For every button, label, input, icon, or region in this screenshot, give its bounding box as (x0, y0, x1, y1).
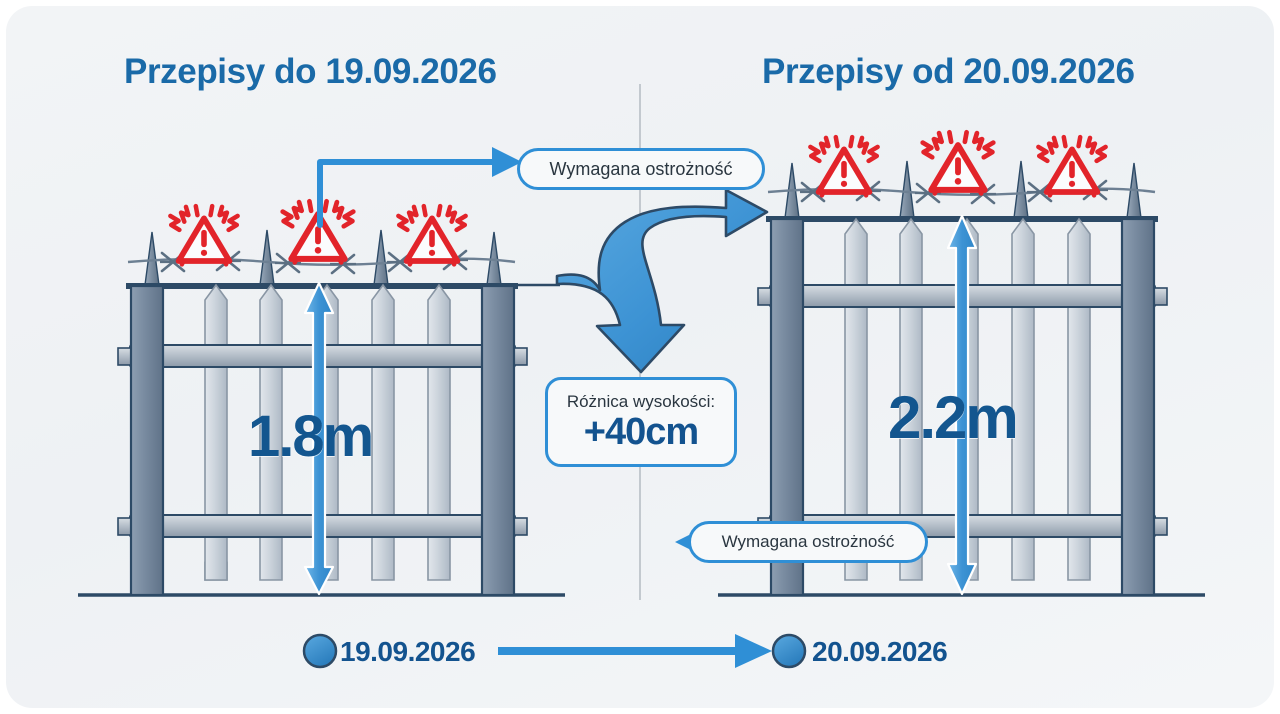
circle-marker-icon (302, 633, 338, 669)
height-difference-box: Różnica wysokości: +40cm (545, 377, 737, 467)
fence-left (78, 201, 565, 597)
timeline-end-label: 20.09.2026 (812, 636, 948, 667)
height-value-left: 1.8m (248, 404, 374, 469)
warning-triangle-icon (398, 206, 465, 264)
post-left-b (480, 284, 516, 597)
warning-triangle-icon (810, 137, 877, 195)
top-rail-left (126, 283, 518, 289)
warning-triangle-icon (170, 206, 237, 264)
timeline (302, 633, 807, 669)
callout-caution-right: Wymagana ostrożność (688, 521, 928, 563)
fence-right (718, 132, 1205, 597)
height-difference-label: Różnica wysokości: (566, 392, 716, 411)
arrow-right-icon (317, 147, 522, 228)
post-right-b (1120, 217, 1156, 597)
height-value-right: 2.2m (888, 384, 1019, 451)
double-headed-arrow-icon (946, 214, 978, 596)
warning-triangle-icon (923, 132, 994, 193)
height-difference-value: +40cm (583, 411, 699, 453)
panel-title-left: Przepisy do 19.09.2026 (124, 52, 497, 91)
circle-marker-icon (771, 633, 807, 669)
post-left-a (129, 284, 165, 597)
callout-caution-top: Wymagana ostrożność (517, 148, 765, 190)
curved-arrow-icon (518, 188, 769, 374)
double-headed-arrow-icon (303, 281, 335, 596)
warning-triangle-icon (1038, 137, 1105, 195)
timeline-start-label: 19.09.2026 (340, 636, 476, 667)
arrow-right-icon (735, 634, 772, 668)
panel-title-right: Przepisy od 20.09.2026 (762, 52, 1135, 91)
